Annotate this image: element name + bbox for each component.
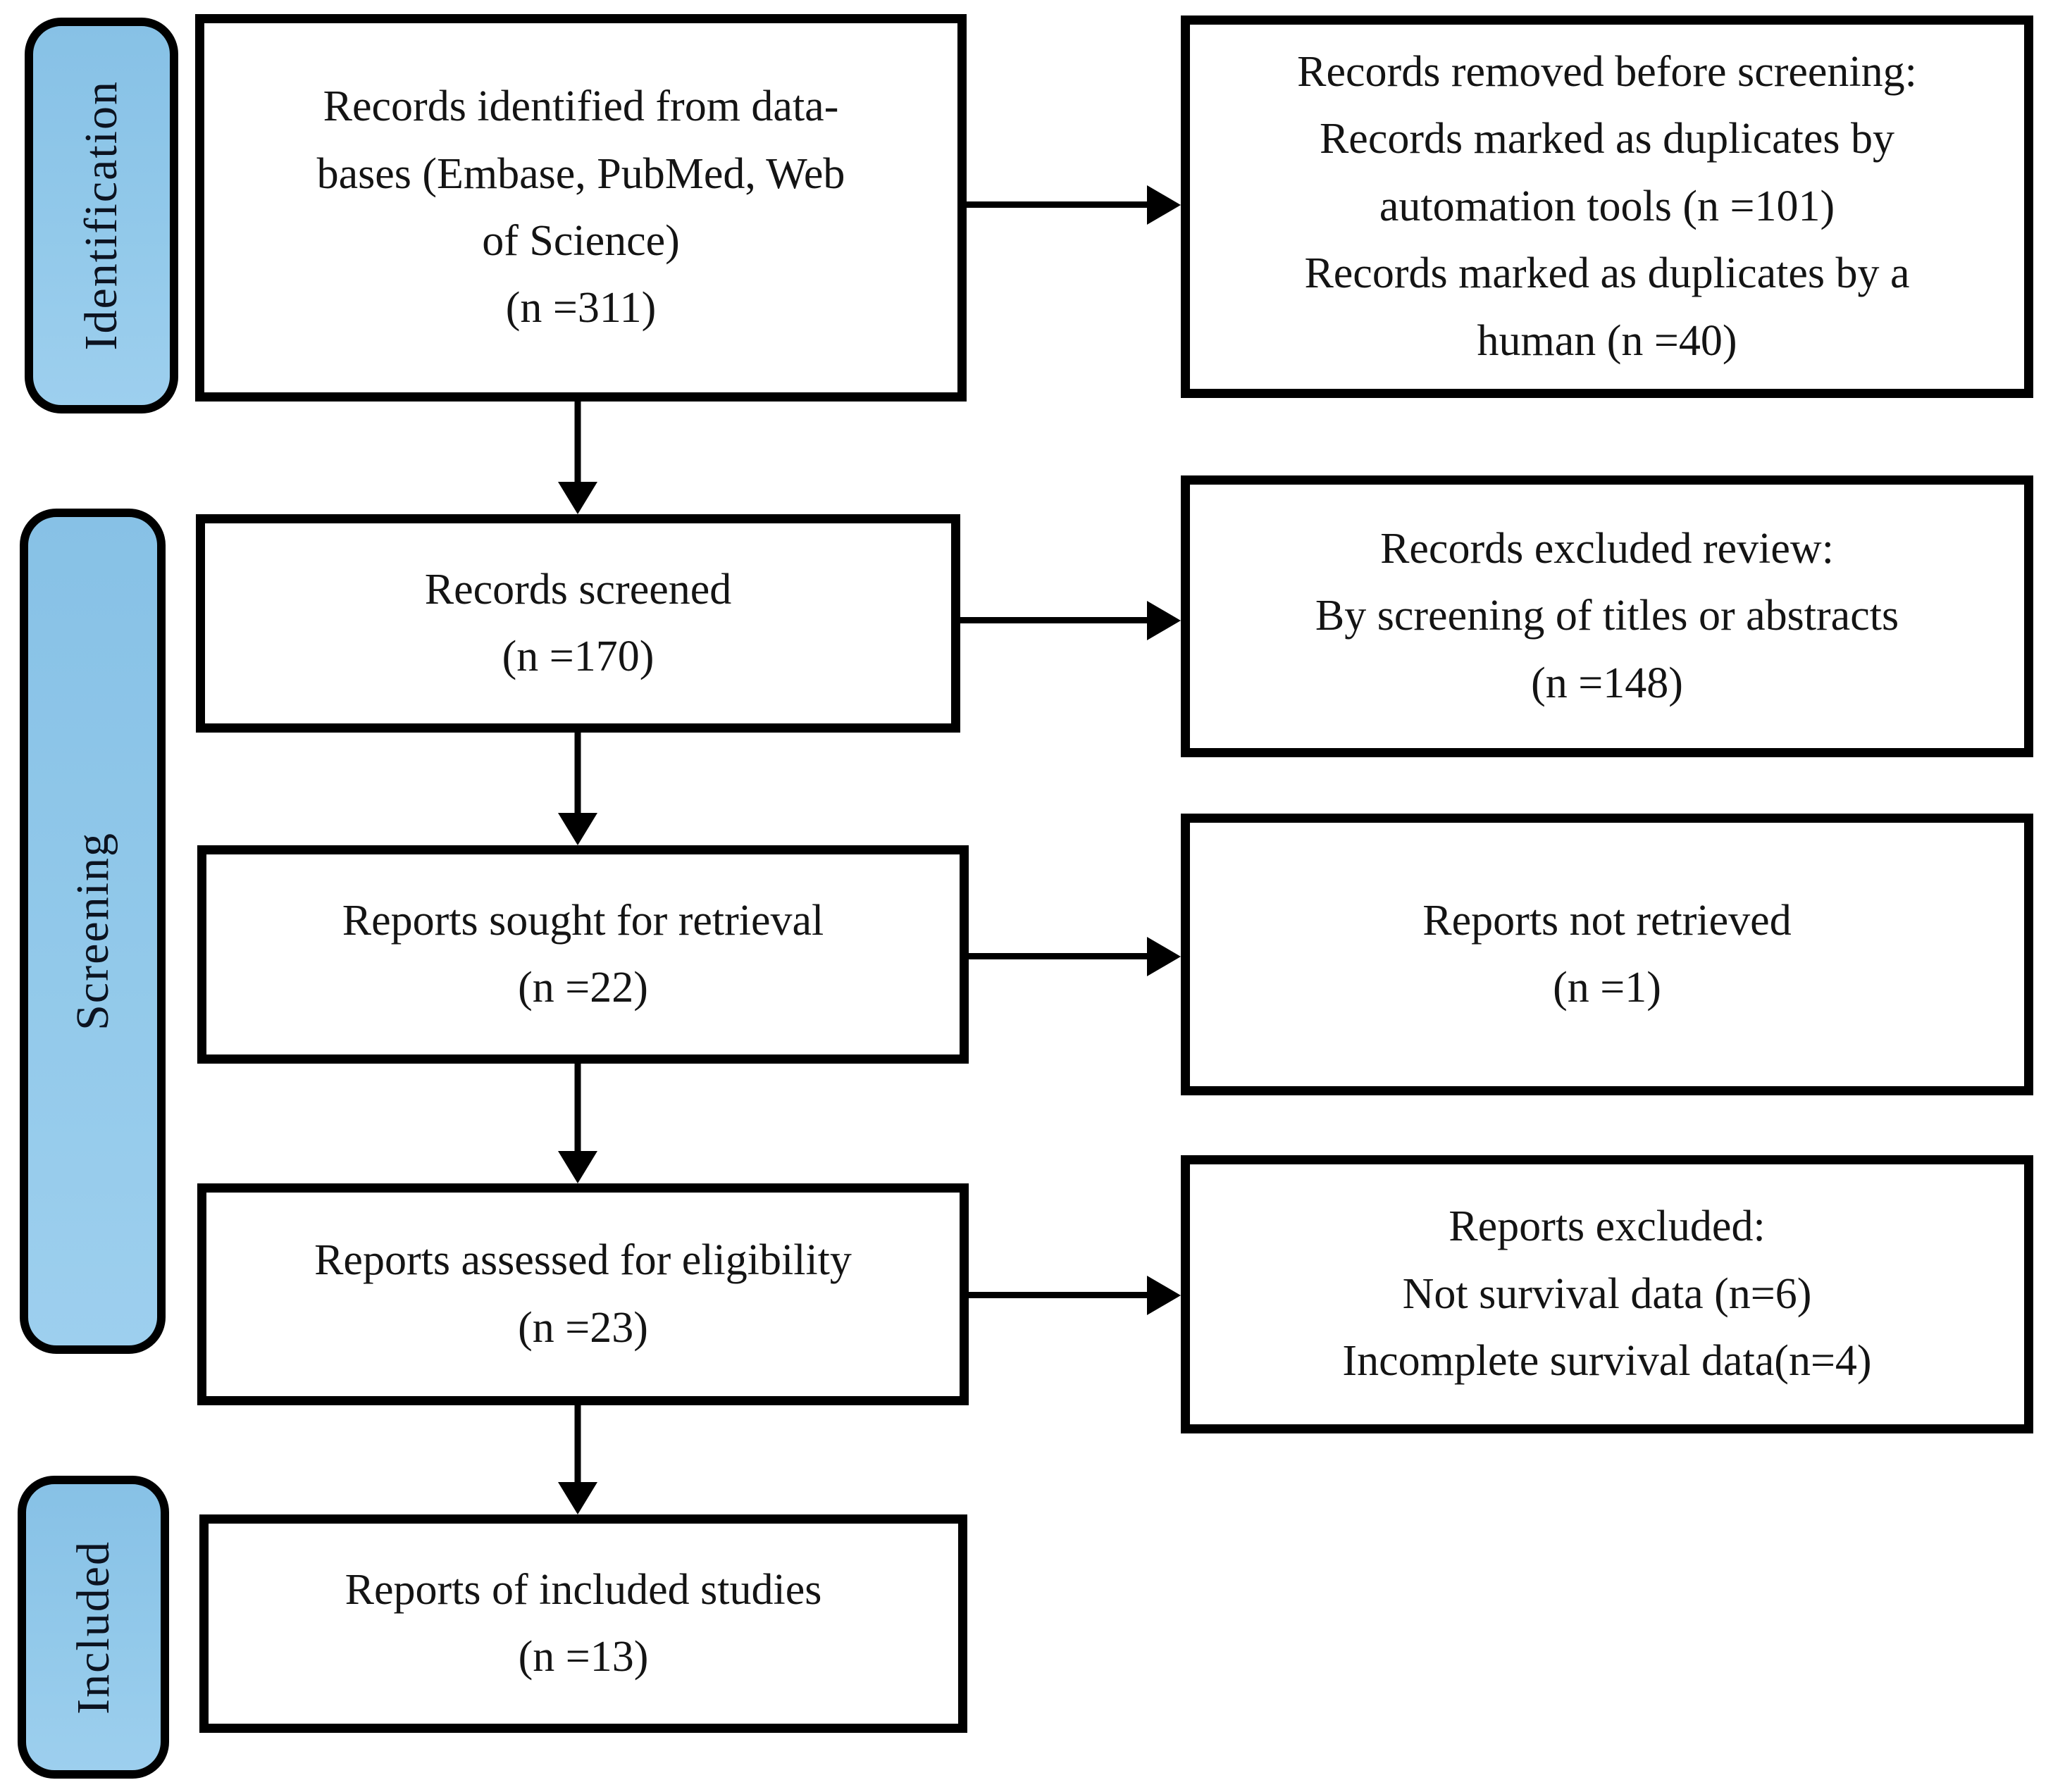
box-line: By screening of titles or abstracts: [1315, 592, 1899, 640]
box-reports-sought: Reports sought for retrieval (n =22): [197, 845, 969, 1064]
arrow-screened-to-excluded: [960, 600, 1181, 640]
box-records-identified: Records identified from data- bases (Emb…: [195, 14, 967, 402]
stage-identification: Identification: [25, 18, 178, 413]
box-line: Records marked as duplicates by a: [1304, 249, 1910, 298]
stage-screening-label: Screening: [66, 832, 118, 1031]
arrowhead-down-icon: [558, 813, 597, 845]
arrow-shaft: [960, 617, 1151, 623]
arrowhead-right-icon: [1147, 185, 1181, 225]
arrow-shaft: [574, 1064, 581, 1154]
box-line: Records marked as duplicates by: [1319, 115, 1895, 163]
arrow-shaft: [574, 733, 581, 816]
box-line: Reports not retrieved: [1422, 896, 1792, 945]
arrow-shaft: [969, 953, 1151, 959]
box-records-screened: Records screened (n =170): [196, 514, 960, 733]
box-line: Records screened: [424, 565, 732, 614]
arrowhead-right-icon: [1147, 936, 1181, 976]
arrow-shaft: [574, 402, 581, 485]
box-line: Records excluded review:: [1380, 524, 1834, 573]
box-reports-not-retrieved: Reports not retrieved (n =1): [1181, 814, 2033, 1095]
box-records-removed: Records removed before screening: Record…: [1181, 15, 2033, 398]
arrow-sought-to-not-retrieved: [969, 936, 1181, 976]
box-records-excluded-review: Records excluded review: By screening of…: [1181, 475, 2033, 757]
arrowhead-down-icon: [558, 482, 597, 514]
arrow-shaft: [967, 201, 1151, 208]
box-line: Records identified from data-: [323, 82, 839, 131]
box-line: (n =148): [1531, 659, 1683, 707]
stage-screening: Screening: [20, 509, 166, 1354]
arrow-shaft: [574, 1405, 581, 1485]
arrow-sought-to-assessed: [558, 1064, 597, 1183]
arrow-assessed-to-excluded: [969, 1275, 1181, 1315]
box-line: (n =170): [502, 633, 655, 680]
box-reports-excluded: Reports excluded: Not survival data (n=6…: [1181, 1155, 2033, 1433]
stage-identification-label: Identification: [75, 80, 127, 351]
box-reports-included: Reports of included studies (n =13): [199, 1514, 967, 1733]
arrow-screened-to-sought: [558, 733, 597, 845]
box-line: automation tools (n =101): [1379, 182, 1835, 230]
box-line: Records removed before screening:: [1297, 47, 1917, 96]
box-line: Reports assessed for eligibility: [314, 1236, 852, 1285]
box-line: (n =13): [518, 1633, 649, 1681]
arrow-identified-to-screened: [558, 402, 597, 514]
box-line: Incomplete survival data(n=4): [1342, 1337, 1872, 1386]
box-line: bases (Embase, PubMed, Web: [316, 149, 845, 198]
box-reports-assessed: Reports assessed for eligibility (n =23): [197, 1183, 969, 1405]
box-line: of Science): [482, 217, 680, 265]
arrow-identified-to-removed: [967, 185, 1181, 225]
arrow-assessed-to-included: [558, 1405, 597, 1514]
box-line: Reports sought for retrieval: [342, 896, 824, 945]
arrow-shaft: [969, 1292, 1151, 1298]
box-line: human (n =40): [1477, 316, 1737, 365]
arrowhead-right-icon: [1147, 600, 1181, 640]
stage-included-label: Included: [67, 1540, 119, 1715]
box-line: (n =22): [518, 964, 648, 1012]
stage-included: Included: [18, 1476, 169, 1779]
box-line: (n =23): [518, 1303, 648, 1352]
arrowhead-down-icon: [558, 1482, 597, 1514]
box-line: Reports excluded:: [1449, 1202, 1766, 1251]
box-line: Reports of included studies: [345, 1565, 822, 1614]
arrowhead-down-icon: [558, 1151, 597, 1183]
arrowhead-right-icon: [1147, 1275, 1181, 1315]
box-line: (n =311): [505, 284, 657, 332]
box-line: Not survival data (n=6): [1402, 1269, 1812, 1318]
box-line: (n =1): [1553, 964, 1661, 1012]
